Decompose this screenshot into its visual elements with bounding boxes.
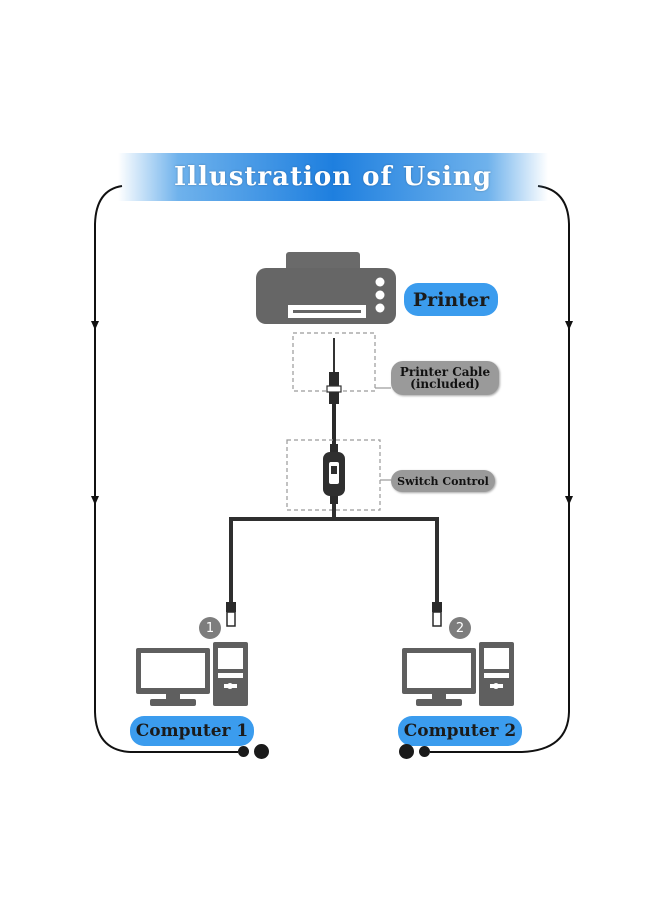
dot-icon-left-small — [238, 746, 249, 757]
dot-icon-left-large — [254, 744, 269, 759]
flow-line-right — [521, 185, 570, 753]
flow-line-left — [94, 185, 131, 753]
computer-icon-1 — [136, 642, 248, 706]
computer-2-label: Computer 2 — [398, 716, 522, 746]
usb-plug-icon-1 — [226, 602, 236, 627]
page-title: Illustration of Using — [173, 162, 493, 192]
title-banner: Illustration of Using — [118, 153, 548, 201]
printer-icon — [256, 252, 396, 324]
arrow-down-icon-right-1 — [565, 321, 573, 330]
computer-2-badge: 2 — [449, 617, 471, 639]
computer-1-label: Computer 1 — [130, 716, 254, 746]
arrow-down-icon-left-2 — [91, 496, 99, 505]
arrow-down-icon-right-2 — [565, 496, 573, 505]
printer-cable-label-line2: (included) — [410, 377, 480, 391]
printer-label: Printer — [404, 283, 498, 316]
split-cable-icon — [229, 504, 439, 602]
printer-cable-label-line1: Printer Cable — [399, 365, 491, 379]
computer-1-badge: 1 — [199, 617, 221, 639]
computer-icon-2 — [402, 642, 514, 706]
switch-control-label: Switch Control — [391, 470, 495, 492]
usb-plug-icon-2 — [432, 602, 442, 627]
printer-cable-icon — [326, 338, 342, 446]
printer-cable-label: Printer Cable (included) — [391, 361, 499, 395]
arrow-down-icon-left-1 — [91, 321, 99, 330]
switch-control-icon — [323, 444, 345, 504]
dot-icon-right-large — [399, 744, 414, 759]
dot-icon-right-small — [419, 746, 430, 757]
switch-control-zone — [286, 439, 381, 511]
